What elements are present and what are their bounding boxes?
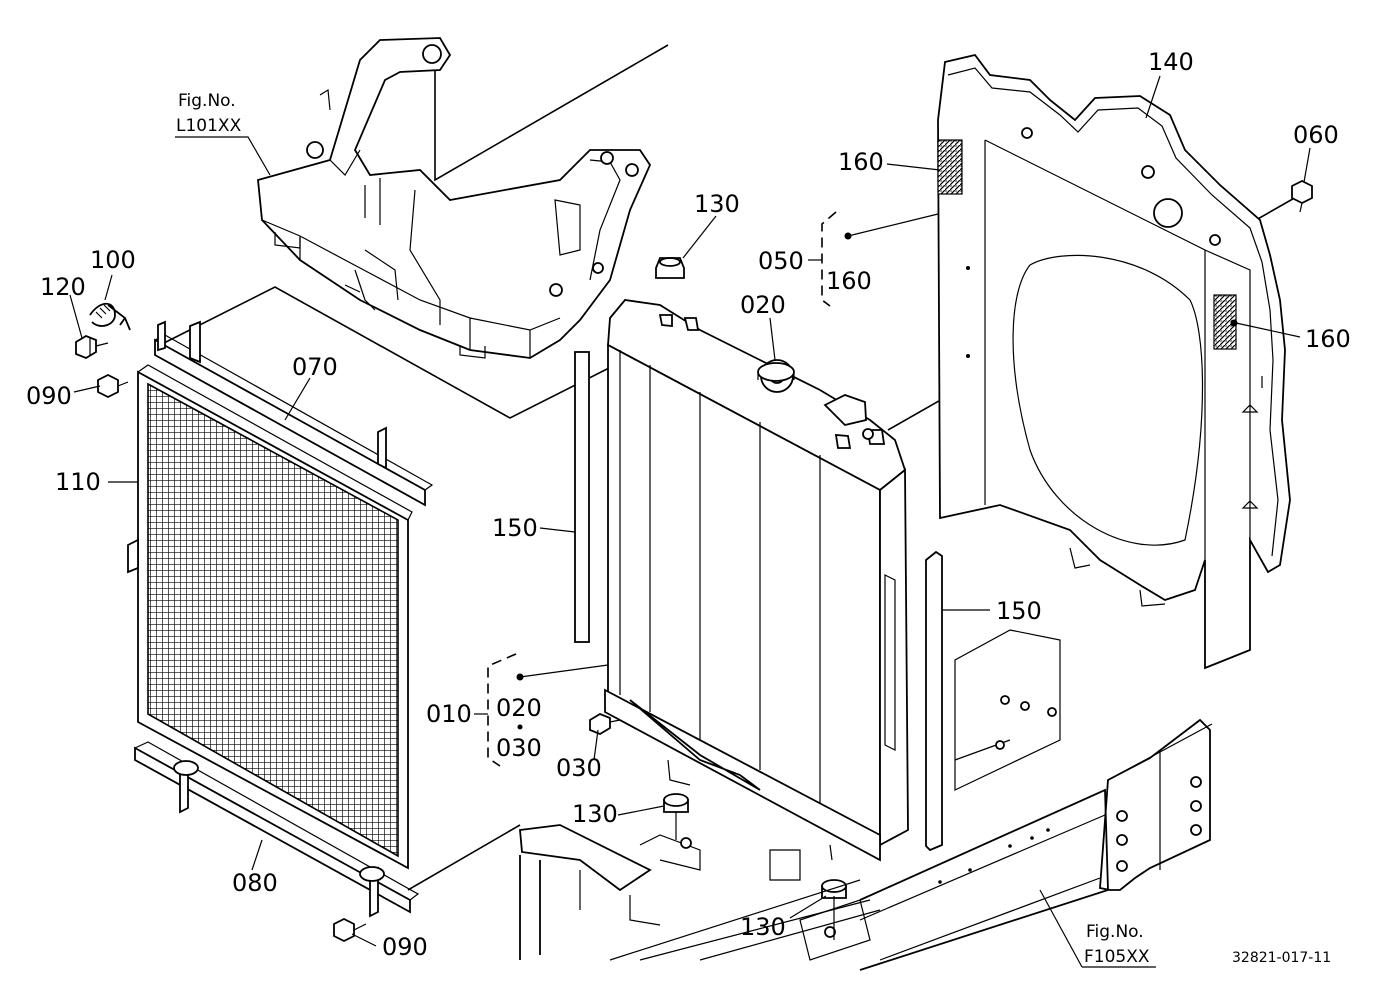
set-bracket-010 (487, 653, 517, 767)
dust-screen (127, 364, 413, 870)
seal-strip-right (925, 550, 943, 852)
figure-ref-bottom: Fig.No. F105XX (1039, 889, 1156, 968)
callout-160-set: 160 (826, 267, 872, 295)
cushion-bottom (821, 879, 847, 899)
figure-ref-top: Fig.No. L101XX (175, 91, 271, 176)
shroud-seal-hatch-top (937, 139, 963, 195)
lower-frame (519, 629, 1213, 971)
bolt-090-top (97, 373, 129, 399)
cushion-top (655, 257, 685, 279)
callout-090-bottom: 090 (382, 933, 428, 961)
callout-020-cap: 020 (740, 291, 786, 319)
callout-130-bottom: 130 (740, 913, 786, 941)
figure-ref-top-line1: Fig.No. (178, 91, 236, 111)
drain-cock-030 (589, 712, 621, 736)
callout-130-top: 130 (694, 190, 740, 218)
assembly-line-bottom (407, 824, 521, 891)
set-bracket-050 (821, 211, 837, 307)
callout-090-top: 090 (26, 382, 72, 410)
callout-020-set: 020 (496, 694, 542, 722)
callout-120: 120 (40, 273, 86, 301)
figure-ref-bottom-line1: Fig.No. (1086, 922, 1144, 942)
radiator (604, 299, 909, 862)
spring-clip (89, 302, 131, 331)
callout-030-set: 030 (496, 734, 542, 762)
figure-ref-top-line2: L101XX (176, 116, 242, 136)
callout-140: 140 (1148, 48, 1194, 76)
bolt-120 (75, 334, 109, 360)
document-id: 32821-017-11 (1232, 950, 1331, 966)
bolt-090-bottom (333, 917, 367, 943)
seal-strip-left (574, 351, 590, 643)
fan-shroud (937, 53, 1291, 670)
callout-160-side: 160 (1305, 325, 1351, 353)
callout-060: 060 (1293, 121, 1339, 149)
callout-160-top: 160 (838, 148, 884, 176)
callout-050: 050 (758, 247, 804, 275)
figure-ref-bottom-line2: F105XX (1084, 947, 1150, 967)
upper-bracket (154, 320, 434, 507)
callout-110: 110 (55, 468, 101, 496)
upper-frame (257, 37, 652, 359)
radiator-cap (757, 362, 795, 382)
callout-010: 010 (426, 700, 472, 728)
leader-lines (69, 75, 1311, 947)
cushion-mid (663, 793, 689, 813)
callout-150-right: 150 (996, 597, 1042, 625)
assembly-line-top (434, 44, 669, 182)
lower-bracket (134, 741, 420, 918)
callout-100: 100 (90, 246, 136, 274)
assembly-line-mid (159, 286, 616, 419)
callout-030-cock: 030 (556, 754, 602, 782)
callout-150-left: 150 (492, 514, 538, 542)
bolt-060 (1291, 179, 1313, 213)
callout-130-mid: 130 (572, 800, 618, 828)
callout-070: 070 (292, 353, 338, 381)
callouts: 140 060 160 050 160 160 130 020 100 120 … (26, 48, 1351, 961)
callout-080: 080 (232, 869, 278, 897)
